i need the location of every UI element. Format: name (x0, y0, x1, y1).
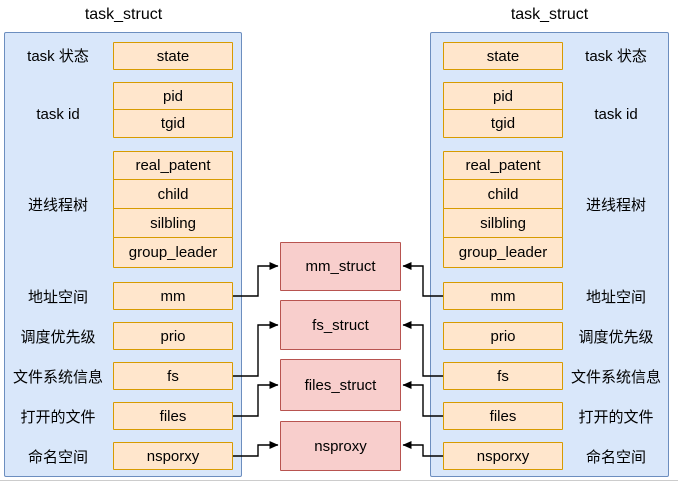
page-bottom-border (0, 480, 678, 481)
right-field-fs: fs (443, 362, 563, 390)
right-panel-title: task_struct (510, 6, 589, 23)
left-label-process-tree: 进线程树 (27, 196, 88, 214)
right-label-task-id: task id (594, 105, 638, 123)
right-field-prio: prio (443, 322, 563, 350)
shared-box-files-struct: files_struct (280, 359, 401, 411)
left-field-nsporxy: nsporxy (113, 442, 233, 470)
left-field-state: state (113, 42, 233, 70)
left-field-silbling: silbling (113, 208, 233, 238)
right-label-fs-info: 文件系统信息 (570, 368, 661, 386)
left-field-prio: prio (113, 322, 233, 350)
right-label-namespace: 命名空间 (585, 448, 646, 466)
right-label-address-space: 地址空间 (585, 288, 646, 306)
left-label-fs-info: 文件系统信息 (12, 368, 103, 386)
right-field-mm: mm (443, 282, 563, 310)
left-field-pid: pid (113, 82, 233, 110)
right-label-sched-priority: 调度优先级 (578, 328, 654, 346)
shared-box-fs-struct: fs_struct (280, 300, 401, 350)
right-label-task-status: task 状态 (585, 47, 647, 65)
right-field-tgid: tgid (443, 109, 563, 138)
left-field-fs: fs (113, 362, 233, 390)
right-field-real-patent: real_patent (443, 151, 563, 180)
left-label-sched-priority: 调度优先级 (20, 328, 96, 346)
shared-box-mm-struct: mm_struct (280, 242, 401, 291)
right-field-nsporxy: nsporxy (443, 442, 563, 470)
left-label-address-space: 地址空间 (27, 288, 88, 306)
right-field-state: state (443, 42, 563, 70)
right-field-files: files (443, 402, 563, 430)
right-field-pid: pid (443, 82, 563, 110)
left-label-task-status: task 状态 (27, 47, 89, 65)
shared-box-nsproxy: nsproxy (280, 421, 401, 471)
left-field-tgid: tgid (113, 109, 233, 138)
left-label-open-files: 打开的文件 (20, 408, 96, 426)
left-label-task-id: task id (36, 105, 80, 123)
right-field-group-leader: group_leader (443, 237, 563, 268)
left-label-namespace: 命名空间 (27, 448, 88, 466)
right-field-child: child (443, 179, 563, 209)
left-field-child: child (113, 179, 233, 209)
left-field-group-leader: group_leader (113, 237, 233, 268)
right-label-process-tree: 进线程树 (585, 196, 646, 214)
right-field-silbling: silbling (443, 208, 563, 238)
left-field-real-patent: real_patent (113, 151, 233, 180)
left-field-mm: mm (113, 282, 233, 310)
left-panel-title: task_struct (84, 6, 163, 23)
left-field-files: files (113, 402, 233, 430)
right-label-open-files: 打开的文件 (578, 408, 654, 426)
